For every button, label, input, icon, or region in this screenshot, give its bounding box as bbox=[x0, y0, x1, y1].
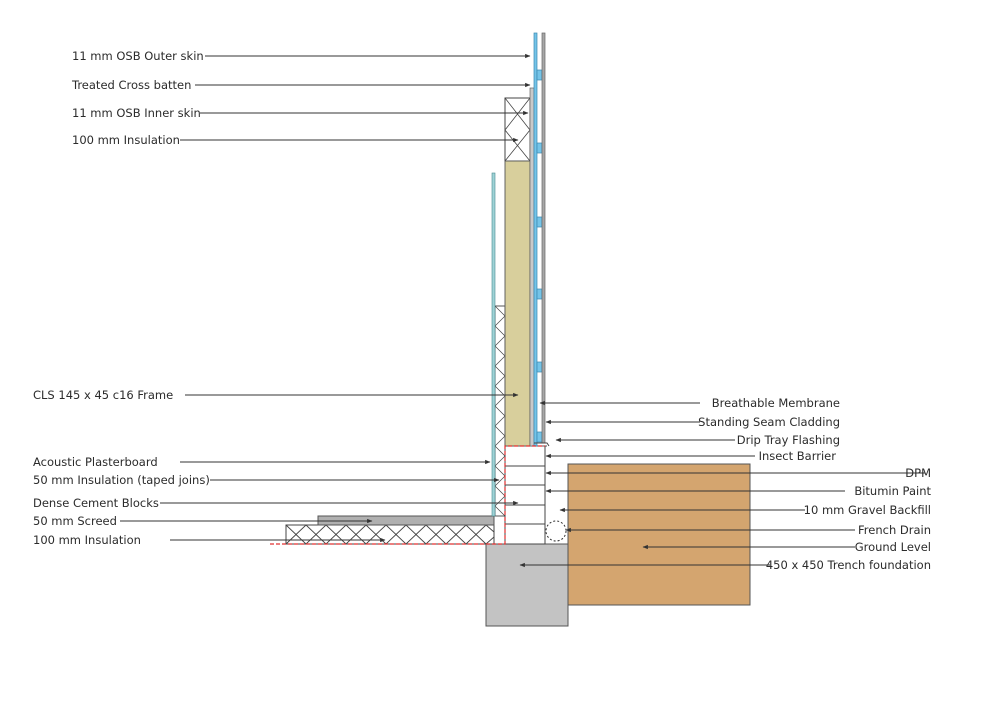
floor-insulation bbox=[285, 524, 495, 545]
dense-cement-blocks bbox=[504, 445, 546, 545]
label-french-drain: French Drain bbox=[858, 523, 931, 537]
label-bitumin-paint: Bitumin Paint bbox=[854, 484, 931, 498]
acoustic-plasterboard bbox=[491, 172, 496, 517]
osb-inner-skin bbox=[529, 87, 535, 447]
osb-outer-skin bbox=[533, 32, 538, 447]
label-insulation-50: 50 mm Insulation (taped joins) bbox=[33, 473, 210, 487]
label-ground-level: Ground Level bbox=[855, 540, 931, 554]
trench-foundation bbox=[485, 543, 569, 627]
french-drain bbox=[545, 520, 567, 542]
dpm-line bbox=[270, 445, 545, 545]
label-cls-frame: CLS 145 x 45 c16 Frame bbox=[33, 388, 173, 402]
standing-seam-cladding bbox=[541, 32, 546, 444]
label-insulation-100-floor: 100 mm Insulation bbox=[33, 533, 141, 547]
label-screed: 50 mm Screed bbox=[33, 514, 117, 528]
label-osb-inner: 11 mm OSB Inner skin bbox=[72, 106, 201, 120]
label-trench-foundation: 450 x 450 Trench foundation bbox=[766, 558, 931, 572]
label-dense-blocks: Dense Cement Blocks bbox=[33, 496, 159, 510]
label-insect-barrier: Insect Barrier bbox=[759, 449, 837, 463]
label-insulation-100-wall: 100 mm Insulation bbox=[72, 133, 180, 147]
label-breathable-membrane: Breathable Membrane bbox=[712, 396, 840, 410]
label-dpm: DPM bbox=[905, 466, 931, 480]
ground-level-fill bbox=[567, 463, 751, 606]
label-drip-tray: Drip Tray Flashing bbox=[737, 433, 840, 447]
label-acoustic-plasterboard: Acoustic Plasterboard bbox=[33, 455, 158, 469]
left-leaders bbox=[120, 53, 531, 543]
cls-frame-insulation bbox=[504, 160, 531, 447]
top-insulation-block bbox=[504, 97, 531, 162]
label-standing-seam: Standing Seam Cladding bbox=[698, 415, 840, 429]
label-osb-outer: 11 mm OSB Outer skin bbox=[72, 49, 204, 63]
screed bbox=[317, 515, 495, 526]
wall-insulation-50mm bbox=[494, 305, 506, 517]
label-cross-batten: Treated Cross batten bbox=[71, 78, 191, 92]
cross-battens bbox=[536, 69, 543, 443]
label-gravel-backfill: 10 mm Gravel Backfill bbox=[804, 503, 931, 517]
right-leaders bbox=[519, 400, 925, 568]
drip-tray-flashing bbox=[534, 442, 550, 447]
